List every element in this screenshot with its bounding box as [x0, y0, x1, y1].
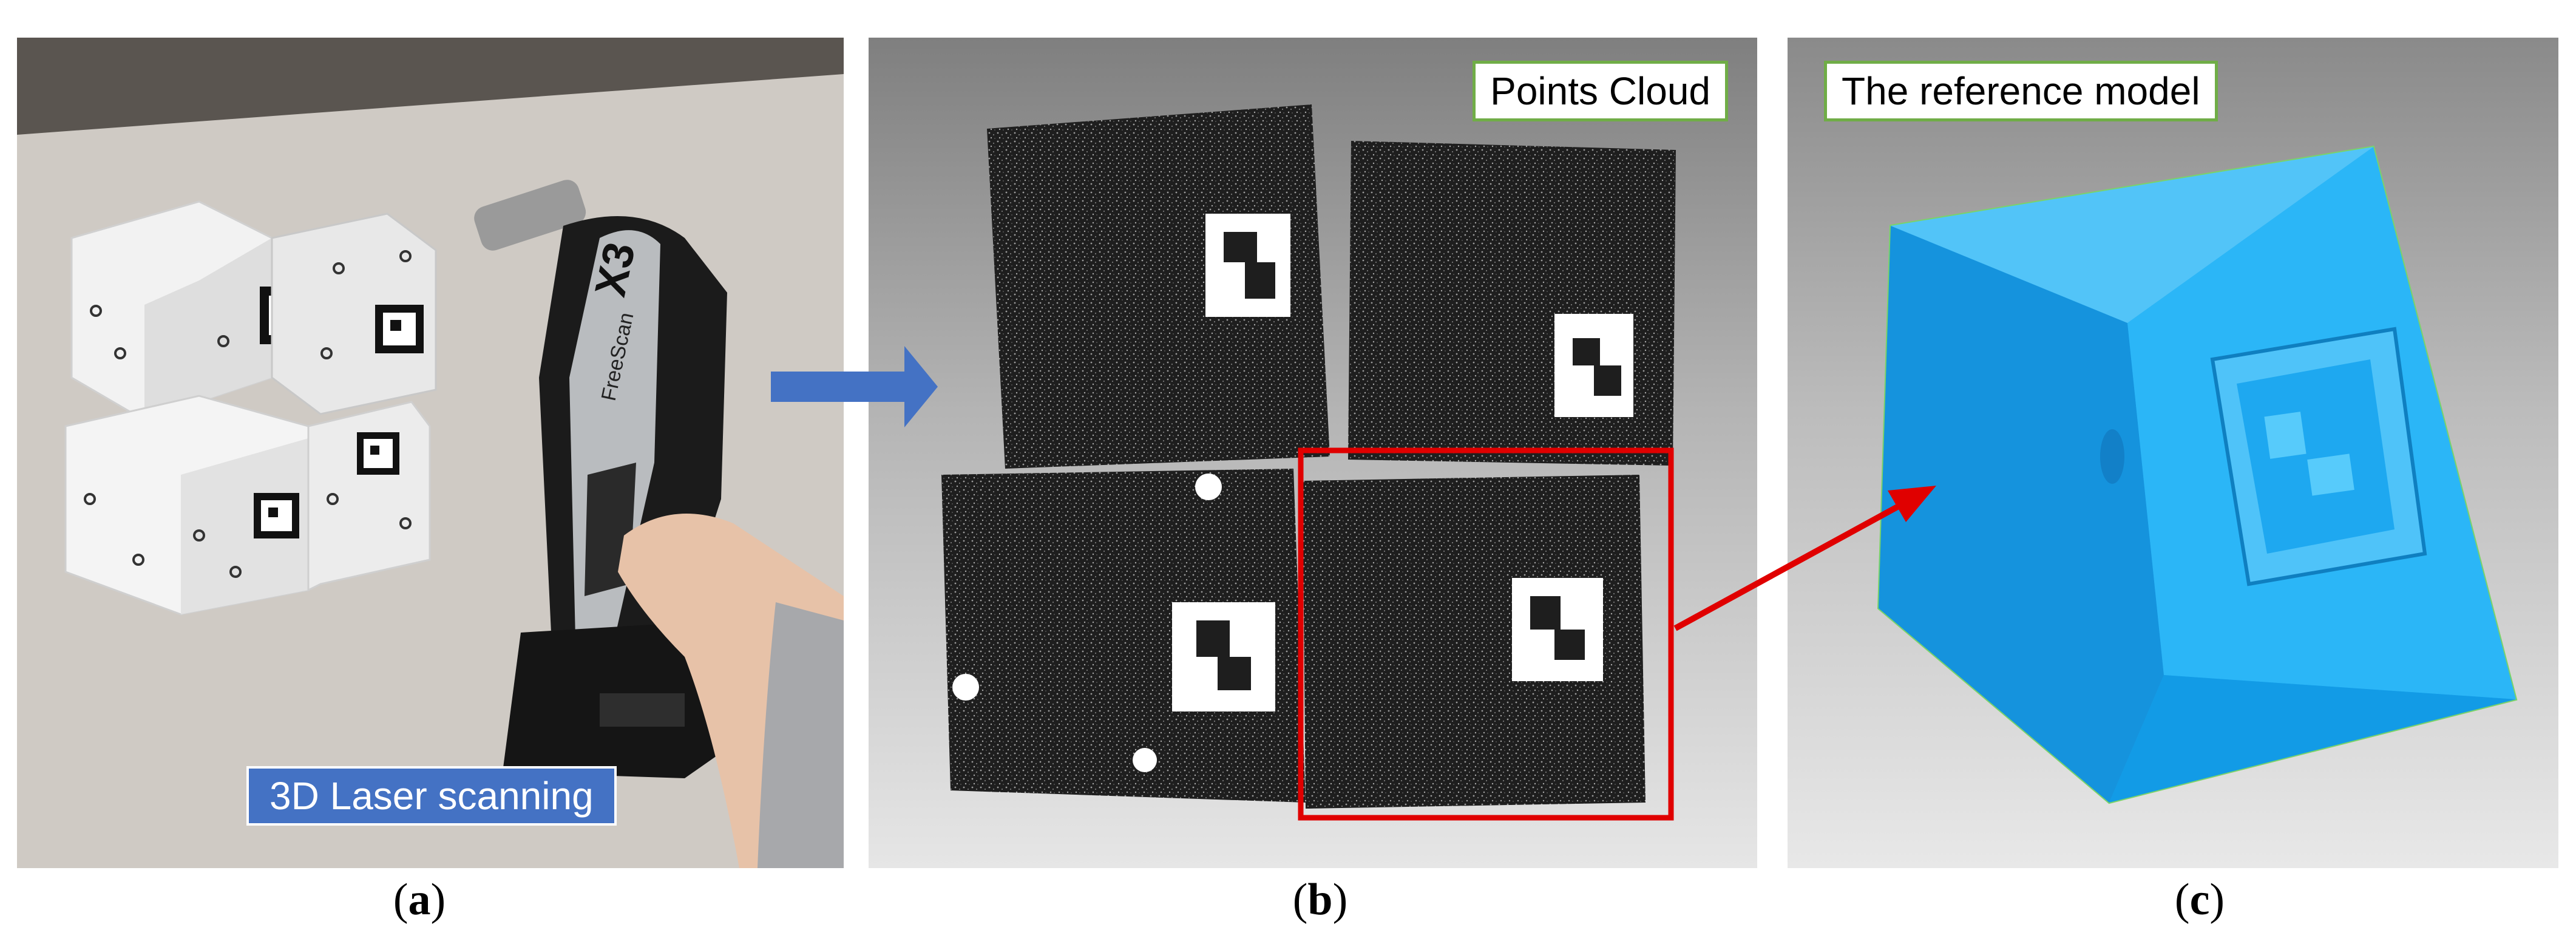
reference-model-view	[1877, 145, 2518, 804]
scanning-label: 3D Laser scanning	[246, 766, 617, 826]
point-cloud-label: Points Cloud	[1473, 61, 1728, 122]
panel-b-point-cloud: Points Cloud	[869, 38, 1757, 868]
background-wall	[17, 38, 844, 135]
point-cloud-faces	[941, 104, 1676, 809]
caption-a: (a)	[393, 875, 446, 925]
point-cloud-view	[941, 104, 1676, 821]
highlight-selection-box	[1298, 447, 1674, 821]
caption-b: (b)	[1292, 875, 1348, 925]
caption-c: (c)	[2174, 875, 2225, 925]
cloud-face-top-left	[987, 104, 1330, 469]
handheld-laser-scanner: FreeScan X3	[474, 180, 745, 778]
cloud-face-bottom-left	[941, 469, 1306, 803]
operator-hand	[618, 514, 844, 868]
scanner-model-text: X3	[586, 239, 645, 301]
panel-a-scanning-photo: FreeScan X3 3D Laser scanning	[17, 38, 844, 868]
reference-model-label: The reference model	[1824, 61, 2218, 122]
panel-c-reference-model: The reference model	[1788, 38, 2558, 868]
reference-model-mesh	[1877, 145, 2518, 804]
scanning-scene: FreeScan X3	[17, 38, 844, 868]
cloud-face-bottom-right	[1303, 475, 1646, 809]
calibration-boxes	[64, 200, 437, 616]
